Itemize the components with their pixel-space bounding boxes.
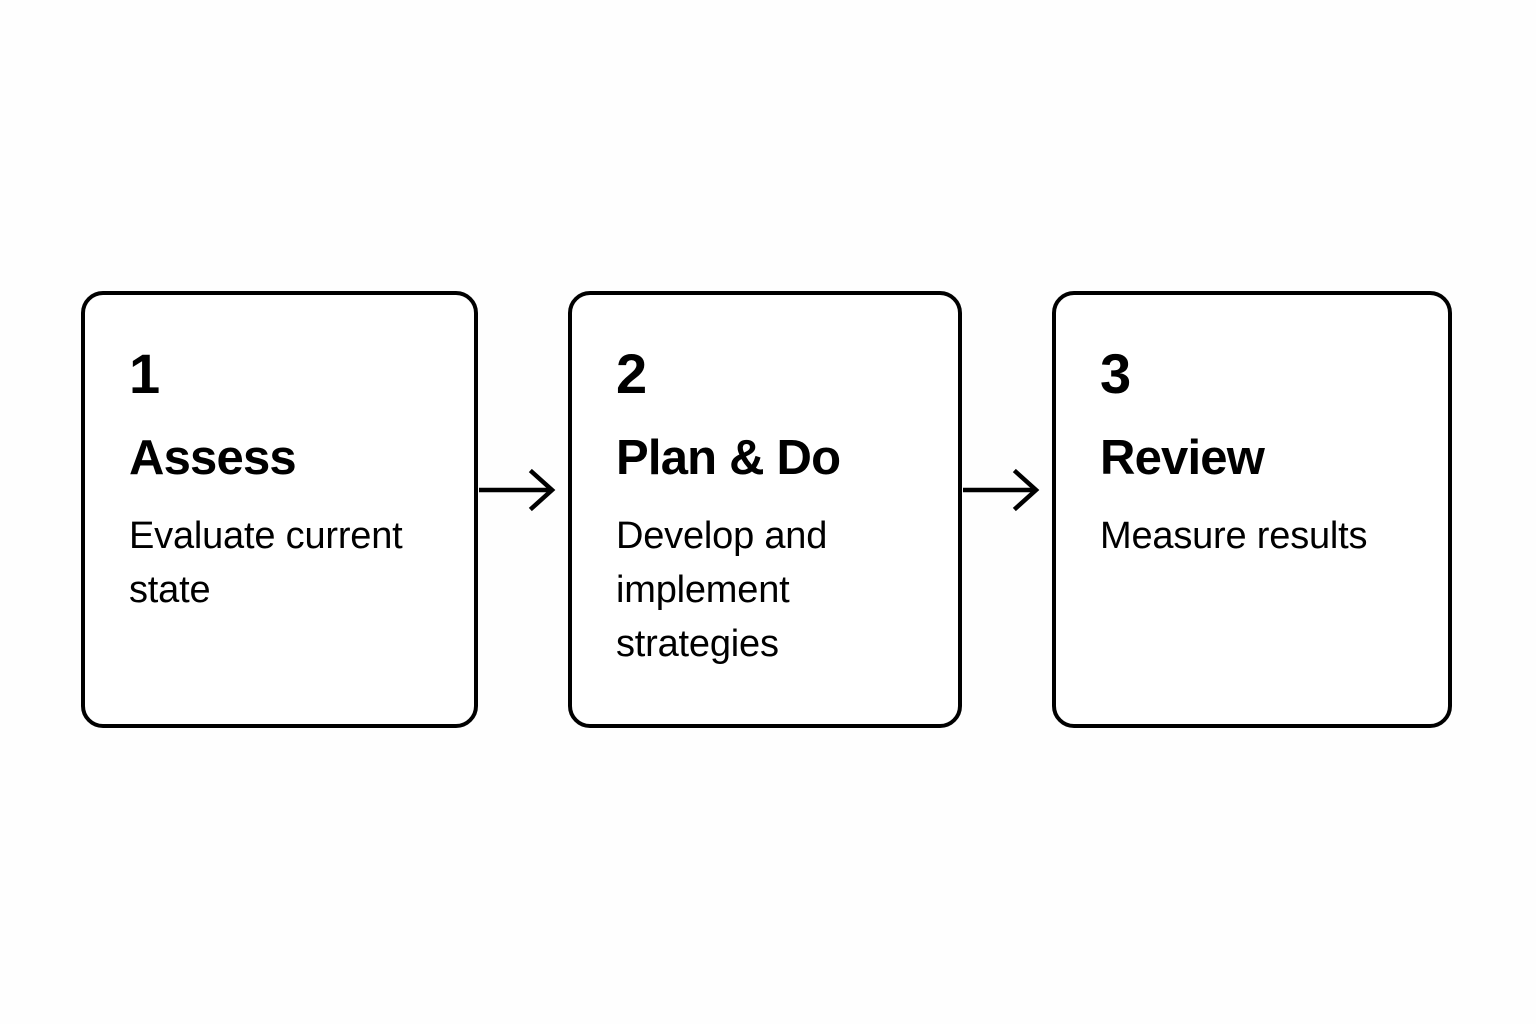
step-card-1[interactable]: 1 Assess Evaluate current state [81,291,478,728]
step-card-2-content: 2 Plan & Do Develop and implement strate… [616,343,940,671]
step-card-3-content: 3 Review Measure results [1100,343,1430,563]
step-number-1: 1 [129,342,160,405]
step-card-3[interactable]: 3 Review Measure results [1052,291,1452,728]
step-card-2[interactable]: 2 Plan & Do Develop and implement strate… [568,291,962,728]
arrow-right-icon [962,468,1039,512]
step-title-2: Plan & Do [616,431,841,485]
step-title-3: Review [1100,431,1265,485]
connector-2-to-3 [962,291,1052,728]
step-description-1: Evaluate current state [129,515,403,611]
arrow-right-icon [478,468,555,512]
connector-1-to-2 [478,291,568,728]
step-description-2: Develop and implement strategies [616,515,828,665]
step-description-3: Measure results [1100,515,1368,557]
step-number-2: 2 [616,342,647,405]
step-title-1: Assess [129,431,297,485]
step-number-3: 3 [1100,342,1131,405]
step-card-1-content: 1 Assess Evaluate current state [129,343,456,617]
process-flow-diagram: 1 Assess Evaluate current state 2 Plan &… [81,291,1452,728]
